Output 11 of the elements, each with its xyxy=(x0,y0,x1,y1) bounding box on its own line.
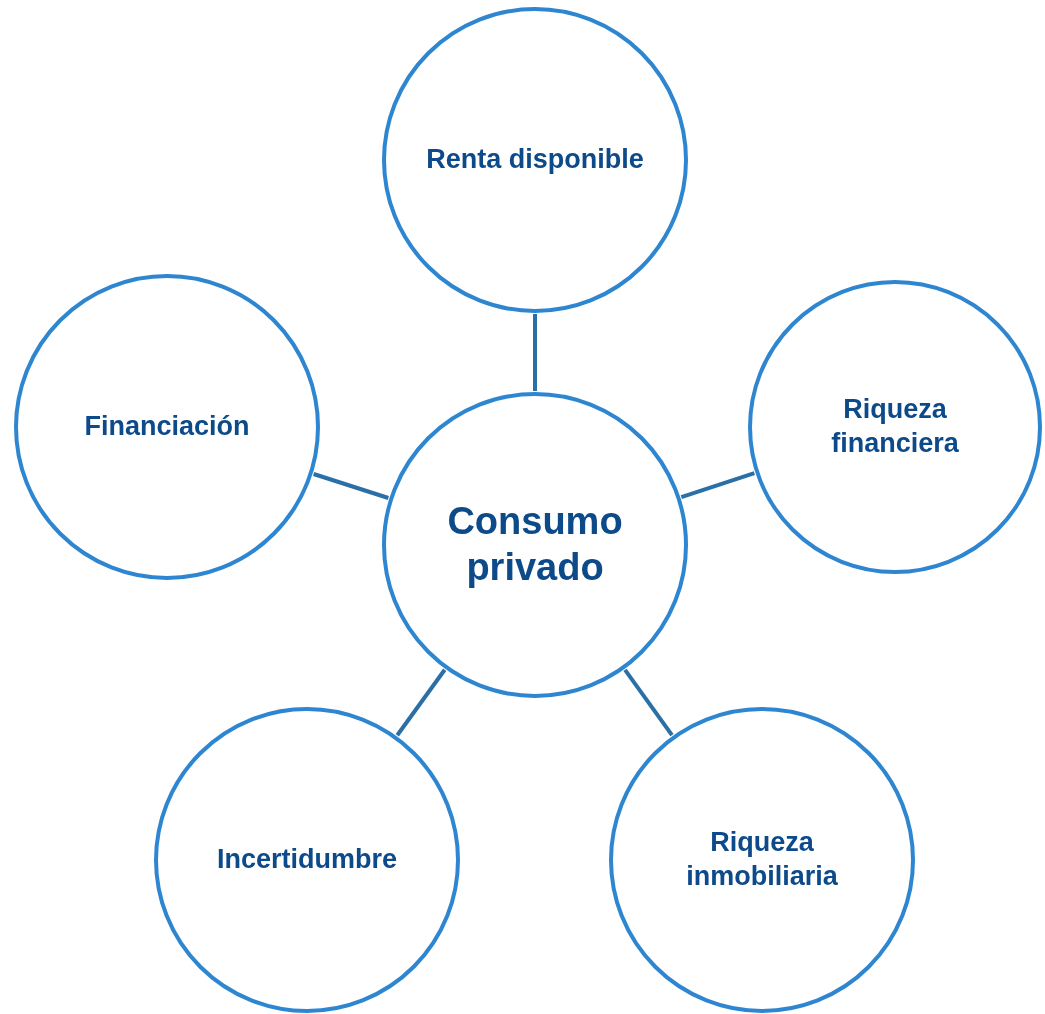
connector-line xyxy=(533,314,537,391)
connector-line xyxy=(623,668,674,737)
node-label: Incertidumbre xyxy=(215,843,398,877)
connector-line xyxy=(395,668,447,737)
node-label: Riqueza inmobiliaria xyxy=(685,826,839,893)
connector-line xyxy=(313,472,389,500)
node-label: Financiación xyxy=(83,410,251,444)
node-label: Consumo privado xyxy=(446,499,624,590)
connector-line xyxy=(680,471,755,499)
node-label: Riqueza financiera xyxy=(830,393,960,460)
node-label: Renta disponible xyxy=(425,143,645,177)
